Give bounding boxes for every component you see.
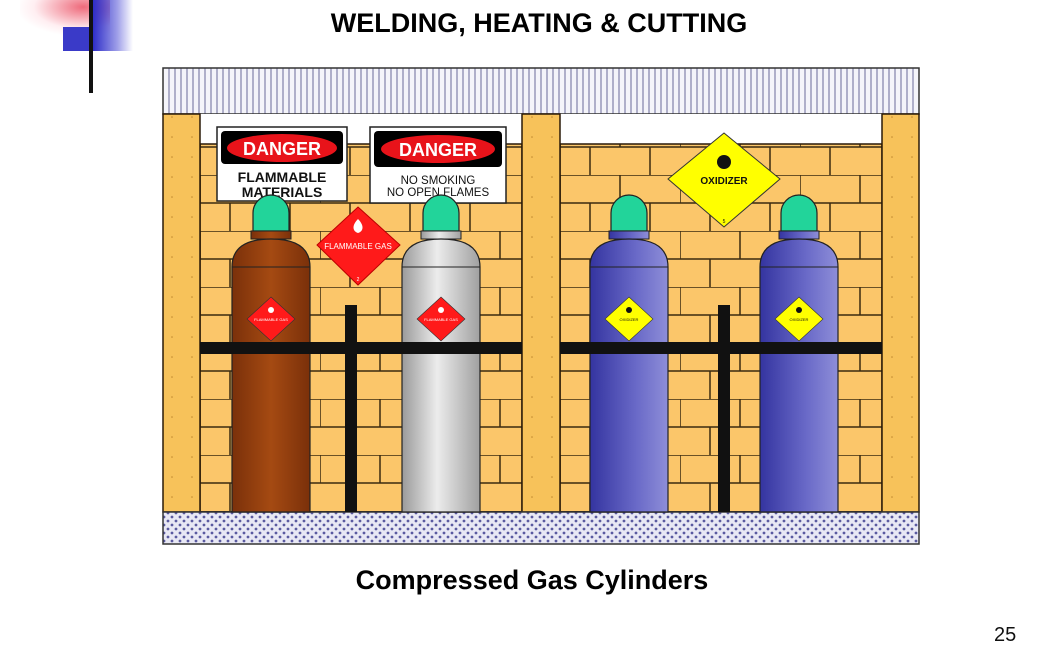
placard-number: 2 [357, 277, 360, 283]
placard-number: 5 [723, 219, 726, 225]
small-placard-label: FLAMMABLE GAS [424, 317, 458, 322]
flame-icon [268, 307, 274, 313]
sign-line1: NO SMOKING [401, 175, 476, 187]
blue-cylinder-2: OXIDIZER [759, 194, 839, 513]
small-placard-label: OXIDIZER [620, 317, 639, 322]
floor-band [162, 511, 920, 545]
flammable-gas-label-small: FLAMMABLE GAS [246, 296, 296, 342]
decor-vertical-line [89, 0, 93, 93]
danger-sign-flammable-materials: DANGER FLAMMABLE MATERIALS [216, 126, 348, 202]
oxidizer-placard: OXIDIZER 5 [667, 132, 781, 228]
flame-over-circle-icon [717, 155, 731, 169]
rack-bar-left [200, 342, 522, 354]
placard-label: OXIDIZER [700, 176, 748, 187]
roof-band [162, 67, 920, 115]
pillar-left [162, 113, 201, 513]
sign-line1: FLAMMABLE [238, 169, 327, 185]
danger-sign-no-smoking: DANGER NO SMOKING NO OPEN FLAMES [369, 126, 507, 204]
cylinder-body [759, 238, 839, 513]
placard-label: FLAMMABLE GAS [324, 242, 392, 251]
flame-icon [353, 219, 363, 233]
brown-cylinder: FLAMMABLE GAS [231, 194, 311, 513]
slide-title: WELDING, HEATING & CUTTING [330, 8, 748, 38]
cylinder-body [231, 238, 311, 513]
flammable-gas-placard: FLAMMABLE GAS 2 [316, 206, 401, 286]
sign-header: DANGER [399, 140, 477, 160]
oxidizer-label-small: OXIDIZER [604, 296, 654, 342]
pillar-right [881, 113, 920, 513]
flame-icon [438, 307, 444, 313]
cylinder-cap [780, 194, 818, 232]
flame-over-circle-icon [796, 307, 802, 313]
cylinder-cap [422, 194, 460, 232]
small-placard-label: FLAMMABLE GAS [254, 317, 288, 322]
rack-post-right [718, 305, 730, 512]
page-number: 25 [994, 624, 1017, 646]
small-placard-label: OXIDIZER [790, 317, 809, 322]
sign-line2: MATERIALS [242, 184, 323, 200]
silver-cylinder: FLAMMABLE GAS [401, 194, 481, 513]
cylinder-cap [610, 194, 648, 232]
blue-cylinder-1: OXIDIZER [589, 194, 669, 513]
cylinder-body [401, 238, 481, 513]
gas-cylinder-illustration: DANGER FLAMMABLE MATERIALS DANGER NO SMO… [162, 67, 920, 545]
rack-post-left [345, 305, 357, 512]
sign-line2: NO OPEN FLAMES [387, 187, 490, 199]
slide-caption: Compressed Gas Cylinders [355, 565, 709, 595]
flammable-gas-label-small: FLAMMABLE GAS [416, 296, 466, 342]
flame-over-circle-icon [626, 307, 632, 313]
sign-header: DANGER [243, 139, 321, 159]
decor-blue-block [63, 27, 93, 51]
cylinder-cap [252, 194, 290, 232]
pillar-center [521, 113, 561, 513]
oxidizer-label-small: OXIDIZER [774, 296, 824, 342]
cylinder-body [589, 238, 669, 513]
decor-blue-fade [93, 0, 133, 51]
